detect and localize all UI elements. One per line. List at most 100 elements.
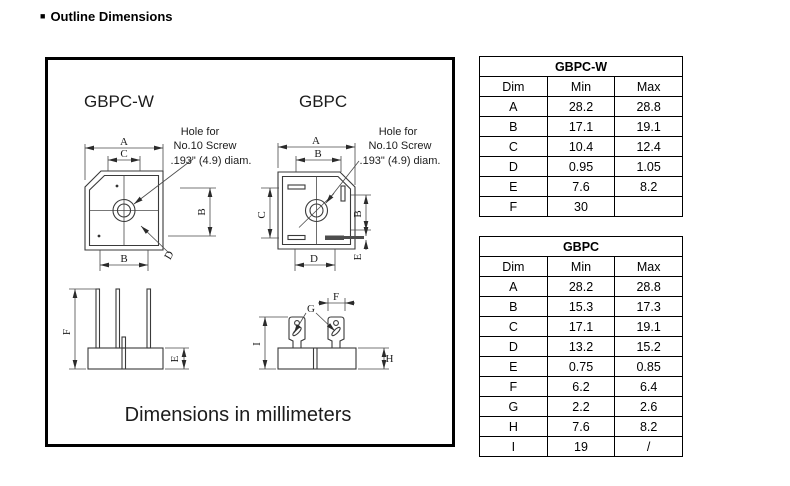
- dim-label-b: B: [352, 210, 364, 217]
- cell: F: [479, 376, 548, 397]
- table-title-row: GBPC-W: [479, 56, 683, 77]
- terminal-slot-filled: [325, 235, 344, 240]
- page-title: ■ Outline Dimensions: [40, 9, 173, 24]
- cell: 28.8: [614, 96, 683, 117]
- hole-note-line2: No.10 Screw: [174, 140, 237, 152]
- cell: 28.2: [546, 96, 616, 117]
- drawing-panel: GBPC-W A C: [45, 57, 455, 447]
- cell: E: [479, 176, 548, 197]
- table-row: C 17.1 19.1: [479, 316, 683, 337]
- table-row: G 2.2 2.6: [479, 396, 683, 417]
- table-row: F 6.2 6.4: [479, 376, 683, 397]
- page-title-text: Outline Dimensions: [50, 9, 173, 24]
- lead-pin-rear: [121, 336, 127, 349]
- mounting-hole-inner: [309, 203, 324, 218]
- terminal-slot-vertical: [340, 185, 346, 202]
- cell: 6.4: [614, 376, 683, 397]
- cell: 0.95: [546, 156, 616, 177]
- dim-label-a: A: [312, 135, 320, 147]
- table-row: H 7.6 8.2: [479, 416, 683, 437]
- cell: B: [479, 296, 548, 317]
- table-row: D 0.95 1.05: [479, 156, 683, 177]
- hole-note-line3: .193" (4.9) diam.: [360, 155, 441, 167]
- lead-pin: [115, 288, 121, 349]
- column-header-dim: Dim: [479, 76, 548, 97]
- hole-note-line3: .193" (4.9) diam.: [171, 155, 252, 167]
- cell: 10.4: [546, 136, 616, 157]
- cell: 17.1: [546, 116, 616, 137]
- mounting-hole-outer: [112, 198, 136, 223]
- table-row: B 17.1 19.1: [479, 116, 683, 137]
- gbpcw-view-title: GBPC-W: [84, 92, 154, 111]
- table-row: E 7.6 8.2: [479, 176, 683, 197]
- faston-terminal: [288, 316, 306, 348]
- leader-line: [325, 160, 360, 204]
- dim-label-d: D: [310, 253, 318, 265]
- gbpc-view-title: GBPC: [299, 92, 347, 111]
- dim-label-i: I: [251, 342, 263, 346]
- leader-line: [315, 312, 336, 332]
- cell: E: [479, 356, 548, 377]
- cell: I: [479, 436, 548, 457]
- dim-label-b: B: [120, 253, 127, 265]
- cell: [614, 196, 683, 217]
- cell: A: [479, 96, 548, 117]
- cell: 6.2: [546, 376, 616, 397]
- cell: 8.2: [614, 176, 683, 197]
- terminal-slot: [331, 326, 341, 337]
- terminal-slot: [287, 184, 306, 190]
- dim-label-b: B: [196, 208, 208, 215]
- cell: 15.3: [546, 296, 616, 317]
- cell: 28.8: [614, 276, 683, 297]
- table-row: I 19 /: [479, 436, 683, 457]
- dim-label-e: E: [169, 355, 181, 362]
- cell: 2.6: [614, 396, 683, 417]
- table-title: GBPC-W: [479, 56, 683, 77]
- hole-note-line1: Hole for: [379, 126, 418, 138]
- hole-note-line2: No.10 Screw: [369, 140, 432, 152]
- cell: A: [479, 276, 548, 297]
- dim-arrow-d: [140, 225, 170, 254]
- column-header-min: Min: [546, 256, 616, 277]
- cell: 30: [546, 196, 616, 217]
- cell: C: [479, 136, 548, 157]
- square-bullet-icon: ■: [40, 11, 46, 21]
- cell: 13.2: [546, 336, 616, 357]
- gbpc-side-view: G F I H: [251, 291, 394, 370]
- lead-pin: [95, 288, 101, 349]
- table-row: B 15.3 17.3: [479, 296, 683, 317]
- table-header-row: Dim Min Max: [479, 76, 683, 97]
- cell: 0.75: [546, 356, 616, 377]
- mounting-hole-inner: [116, 203, 132, 218]
- package-outline: [84, 170, 164, 251]
- dim-label-h: H: [386, 353, 394, 365]
- dim-label-a: A: [120, 136, 128, 148]
- cell: C: [479, 316, 548, 337]
- terminal-hole: [333, 320, 339, 326]
- cell: 12.4: [614, 136, 683, 157]
- column-header-min: Min: [546, 76, 616, 97]
- table-title-row: GBPC: [479, 236, 683, 257]
- gbpcw-dimension-table: GBPC-W Dim Min Max A 28.2 28.8 B 17.1 19…: [479, 56, 683, 217]
- leader-line: [133, 158, 194, 205]
- dim-label-e: E: [352, 253, 364, 260]
- package-outline: [277, 171, 356, 250]
- pin-dot: [97, 234, 101, 238]
- table-row: D 13.2 15.2: [479, 336, 683, 357]
- dim-label-c: C: [256, 211, 268, 218]
- terminal-slot: [287, 234, 306, 241]
- cell: B: [479, 116, 548, 137]
- table-row: F 30: [479, 196, 683, 217]
- cell: H: [479, 416, 548, 437]
- table-header-row: Dim Min Max: [479, 256, 683, 277]
- table-row: A 28.2 28.8: [479, 276, 683, 297]
- column-header-max: Max: [614, 256, 683, 277]
- dim-label-d: D: [162, 249, 176, 262]
- cell: G: [479, 396, 548, 417]
- faston-terminal: [327, 316, 345, 348]
- hole-note-line1: Hole for: [181, 126, 220, 138]
- column-header-dim: Dim: [479, 256, 548, 277]
- cell: 8.2: [614, 416, 683, 437]
- lead-pin: [146, 288, 152, 349]
- package-inner-outline: [281, 175, 352, 246]
